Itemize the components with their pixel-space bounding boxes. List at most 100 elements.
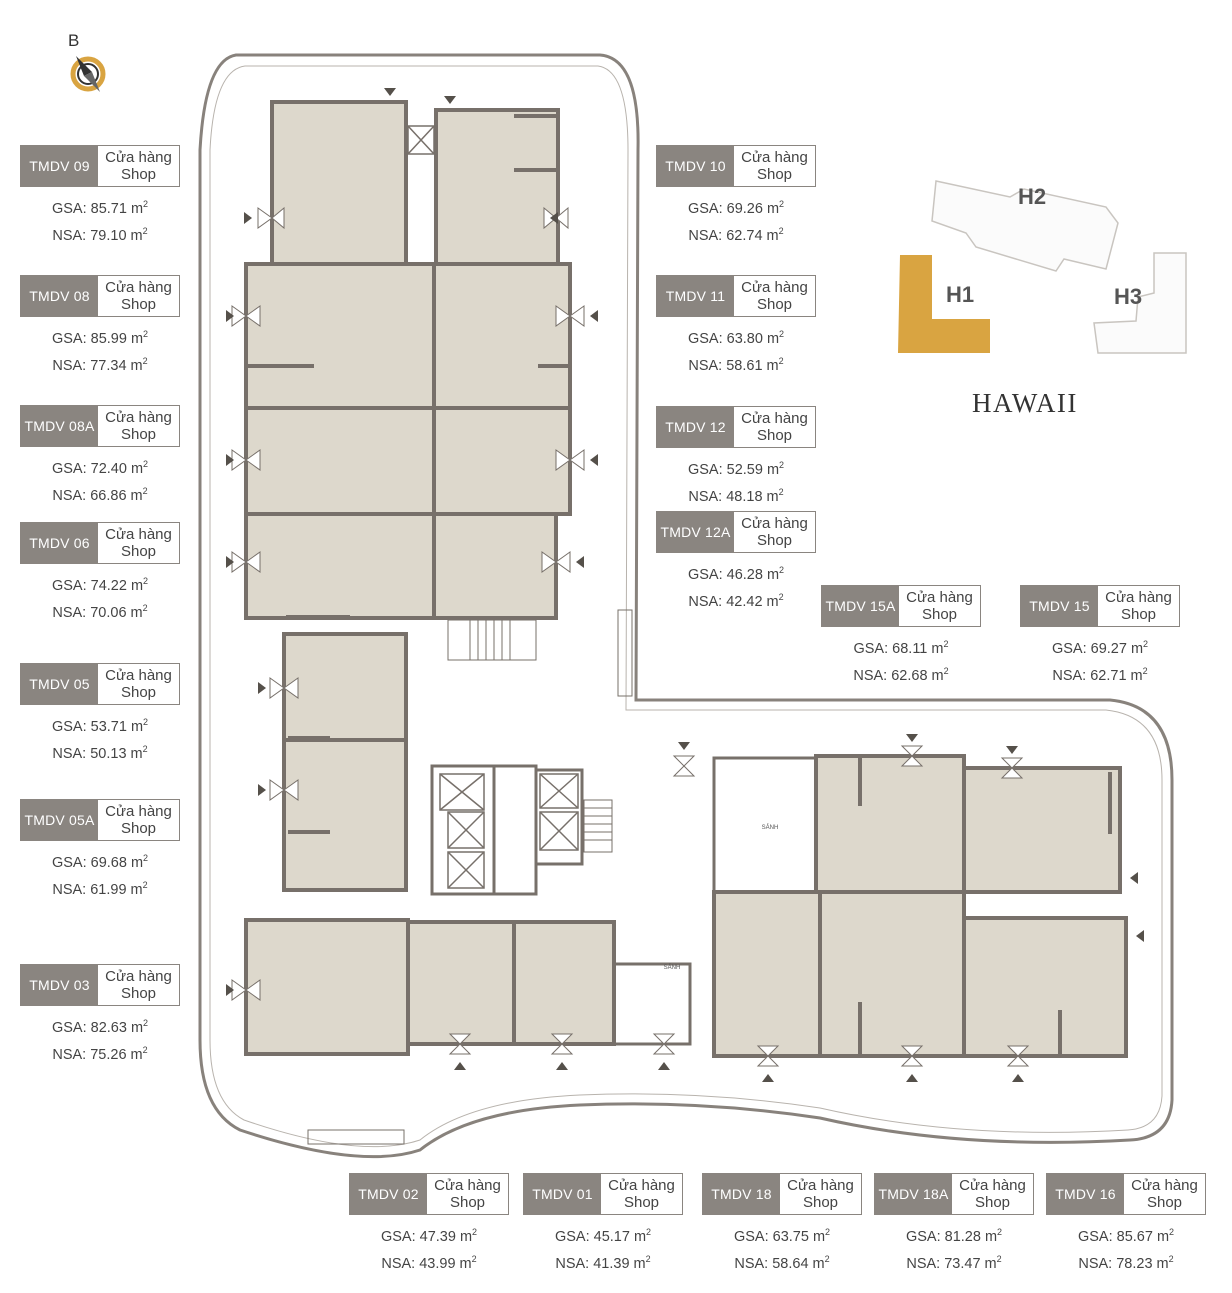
unit-type-vi: Cửa hàng [608, 1177, 675, 1194]
room-tmdv-08 [244, 262, 436, 410]
unit-nsa: NSA: 62.68 m [853, 667, 944, 684]
room-tmdv-15 [962, 766, 1122, 894]
unit-gsa: GSA: 85.71 m [51, 200, 144, 217]
unit-type-vi: Cửa hàng [434, 1177, 501, 1194]
unit-area: GSA: 69.26 m2 NSA: 62.74 m2 [687, 199, 785, 244]
unit-code: TMDV 06 [21, 523, 98, 563]
room-tmdv-03 [244, 918, 410, 1056]
elevators [407, 125, 579, 889]
unit-type-vi: Cửa hàng [1105, 589, 1172, 606]
unit-gsa: GSA: 46.28 m [687, 566, 780, 583]
lobby-label-1: SẢNH [762, 824, 779, 831]
unit-code: TMDV 08 [21, 276, 98, 316]
unit-nsa: NSA: 73.47 m [906, 1255, 997, 1272]
unit-type-en: Shop [974, 1194, 1011, 1211]
unit-type-en: Shop [756, 296, 793, 313]
unit-type-vi: Cửa hàng [105, 149, 172, 166]
unit-code: TMDV 02 [350, 1174, 427, 1214]
unit-nsa: NSA: 79.10 m [52, 227, 143, 244]
building-label-h2: H2 [1018, 184, 1047, 209]
unit-gsa: GSA: 52.59 m [687, 461, 780, 478]
unit-code: TMDV 18 [703, 1174, 780, 1214]
unit-code: TMDV 12A [657, 512, 734, 552]
lobby-label-2: SẢNH [664, 964, 681, 971]
unit-area: GSA: 85.99 m2 NSA: 77.34 m2 [51, 329, 149, 374]
unit-code: TMDV 16 [1047, 1174, 1124, 1214]
unit-gsa: GSA: 63.80 m [687, 330, 780, 347]
unit-type-en: Shop [120, 296, 157, 313]
unit-gsa: GSA: 82.63 m [51, 1019, 144, 1036]
unit-type-vi: Cửa hàng [906, 589, 973, 606]
unit-type-vi: Cửa hàng [741, 410, 808, 427]
unit-type-en: Shop [120, 166, 157, 183]
unit-nsa: NSA: 70.06 m [52, 604, 143, 621]
unit-type-vi: Cửa hàng [105, 968, 172, 985]
unit-area: GSA: 69.68 m2 NSA: 61.99 m2 [51, 853, 149, 898]
unit-nsa: NSA: 75.26 m [52, 1046, 143, 1063]
unit-type-vi: Cửa hàng [1131, 1177, 1198, 1194]
unit-area: GSA: 63.80 m2 NSA: 58.61 m2 [687, 329, 785, 374]
unit-code: TMDV 15 [1021, 586, 1098, 626]
room-tmdv-18a [818, 890, 966, 1058]
unit-nsa: NSA: 77.34 m [52, 357, 143, 374]
unit-nsa: NSA: 50.13 m [52, 745, 143, 762]
unit-nsa: NSA: 78.23 m [1078, 1255, 1169, 1272]
unit-nsa: NSA: 42.42 m [688, 593, 779, 610]
unit-area: GSA: 68.11 m2 NSA: 62.68 m2 [853, 639, 949, 684]
room-tmdv-05a [282, 738, 408, 892]
unit-type-en: Shop [449, 1194, 486, 1211]
unit-type-en: Shop [623, 1194, 660, 1211]
unit-type-vi: Cửa hàng [741, 279, 808, 296]
compass-icon: B [68, 31, 106, 92]
unit-area: GSA: 69.27 m2 NSA: 62.71 m2 [1051, 639, 1149, 684]
unit-nsa: NSA: 58.61 m [688, 357, 779, 374]
unit-nsa: NSA: 66.86 m [52, 487, 143, 504]
unit-gsa: GSA: 72.40 m [51, 460, 144, 477]
unit-type-en: Shop [756, 166, 793, 183]
unit-area: GSA: 85.67 m2 NSA: 78.23 m2 [1077, 1227, 1175, 1272]
unit-type-en: Shop [120, 985, 157, 1002]
unit-code: TMDV 05 [21, 664, 98, 704]
unit-code: TMDV 12 [657, 407, 734, 447]
unit-rooms [244, 100, 1128, 1058]
unit-gsa: GSA: 74.22 m [51, 577, 144, 594]
room-tmdv-05 [282, 632, 408, 742]
room-tmdv-01 [512, 920, 616, 1046]
unit-type-en: Shop [120, 426, 157, 443]
room-tmdv-12 [432, 406, 572, 516]
unit-type-en: Shop [1120, 606, 1157, 623]
unit-area: GSA: 85.71 m2 NSA: 79.10 m2 [51, 199, 149, 244]
room-tmdv-15a [814, 754, 966, 894]
room-tmdv-10 [434, 108, 560, 266]
room-tmdv-08a [244, 406, 436, 516]
room-tmdv-12a [432, 512, 558, 620]
unit-gsa: GSA: 69.26 m [687, 200, 780, 217]
